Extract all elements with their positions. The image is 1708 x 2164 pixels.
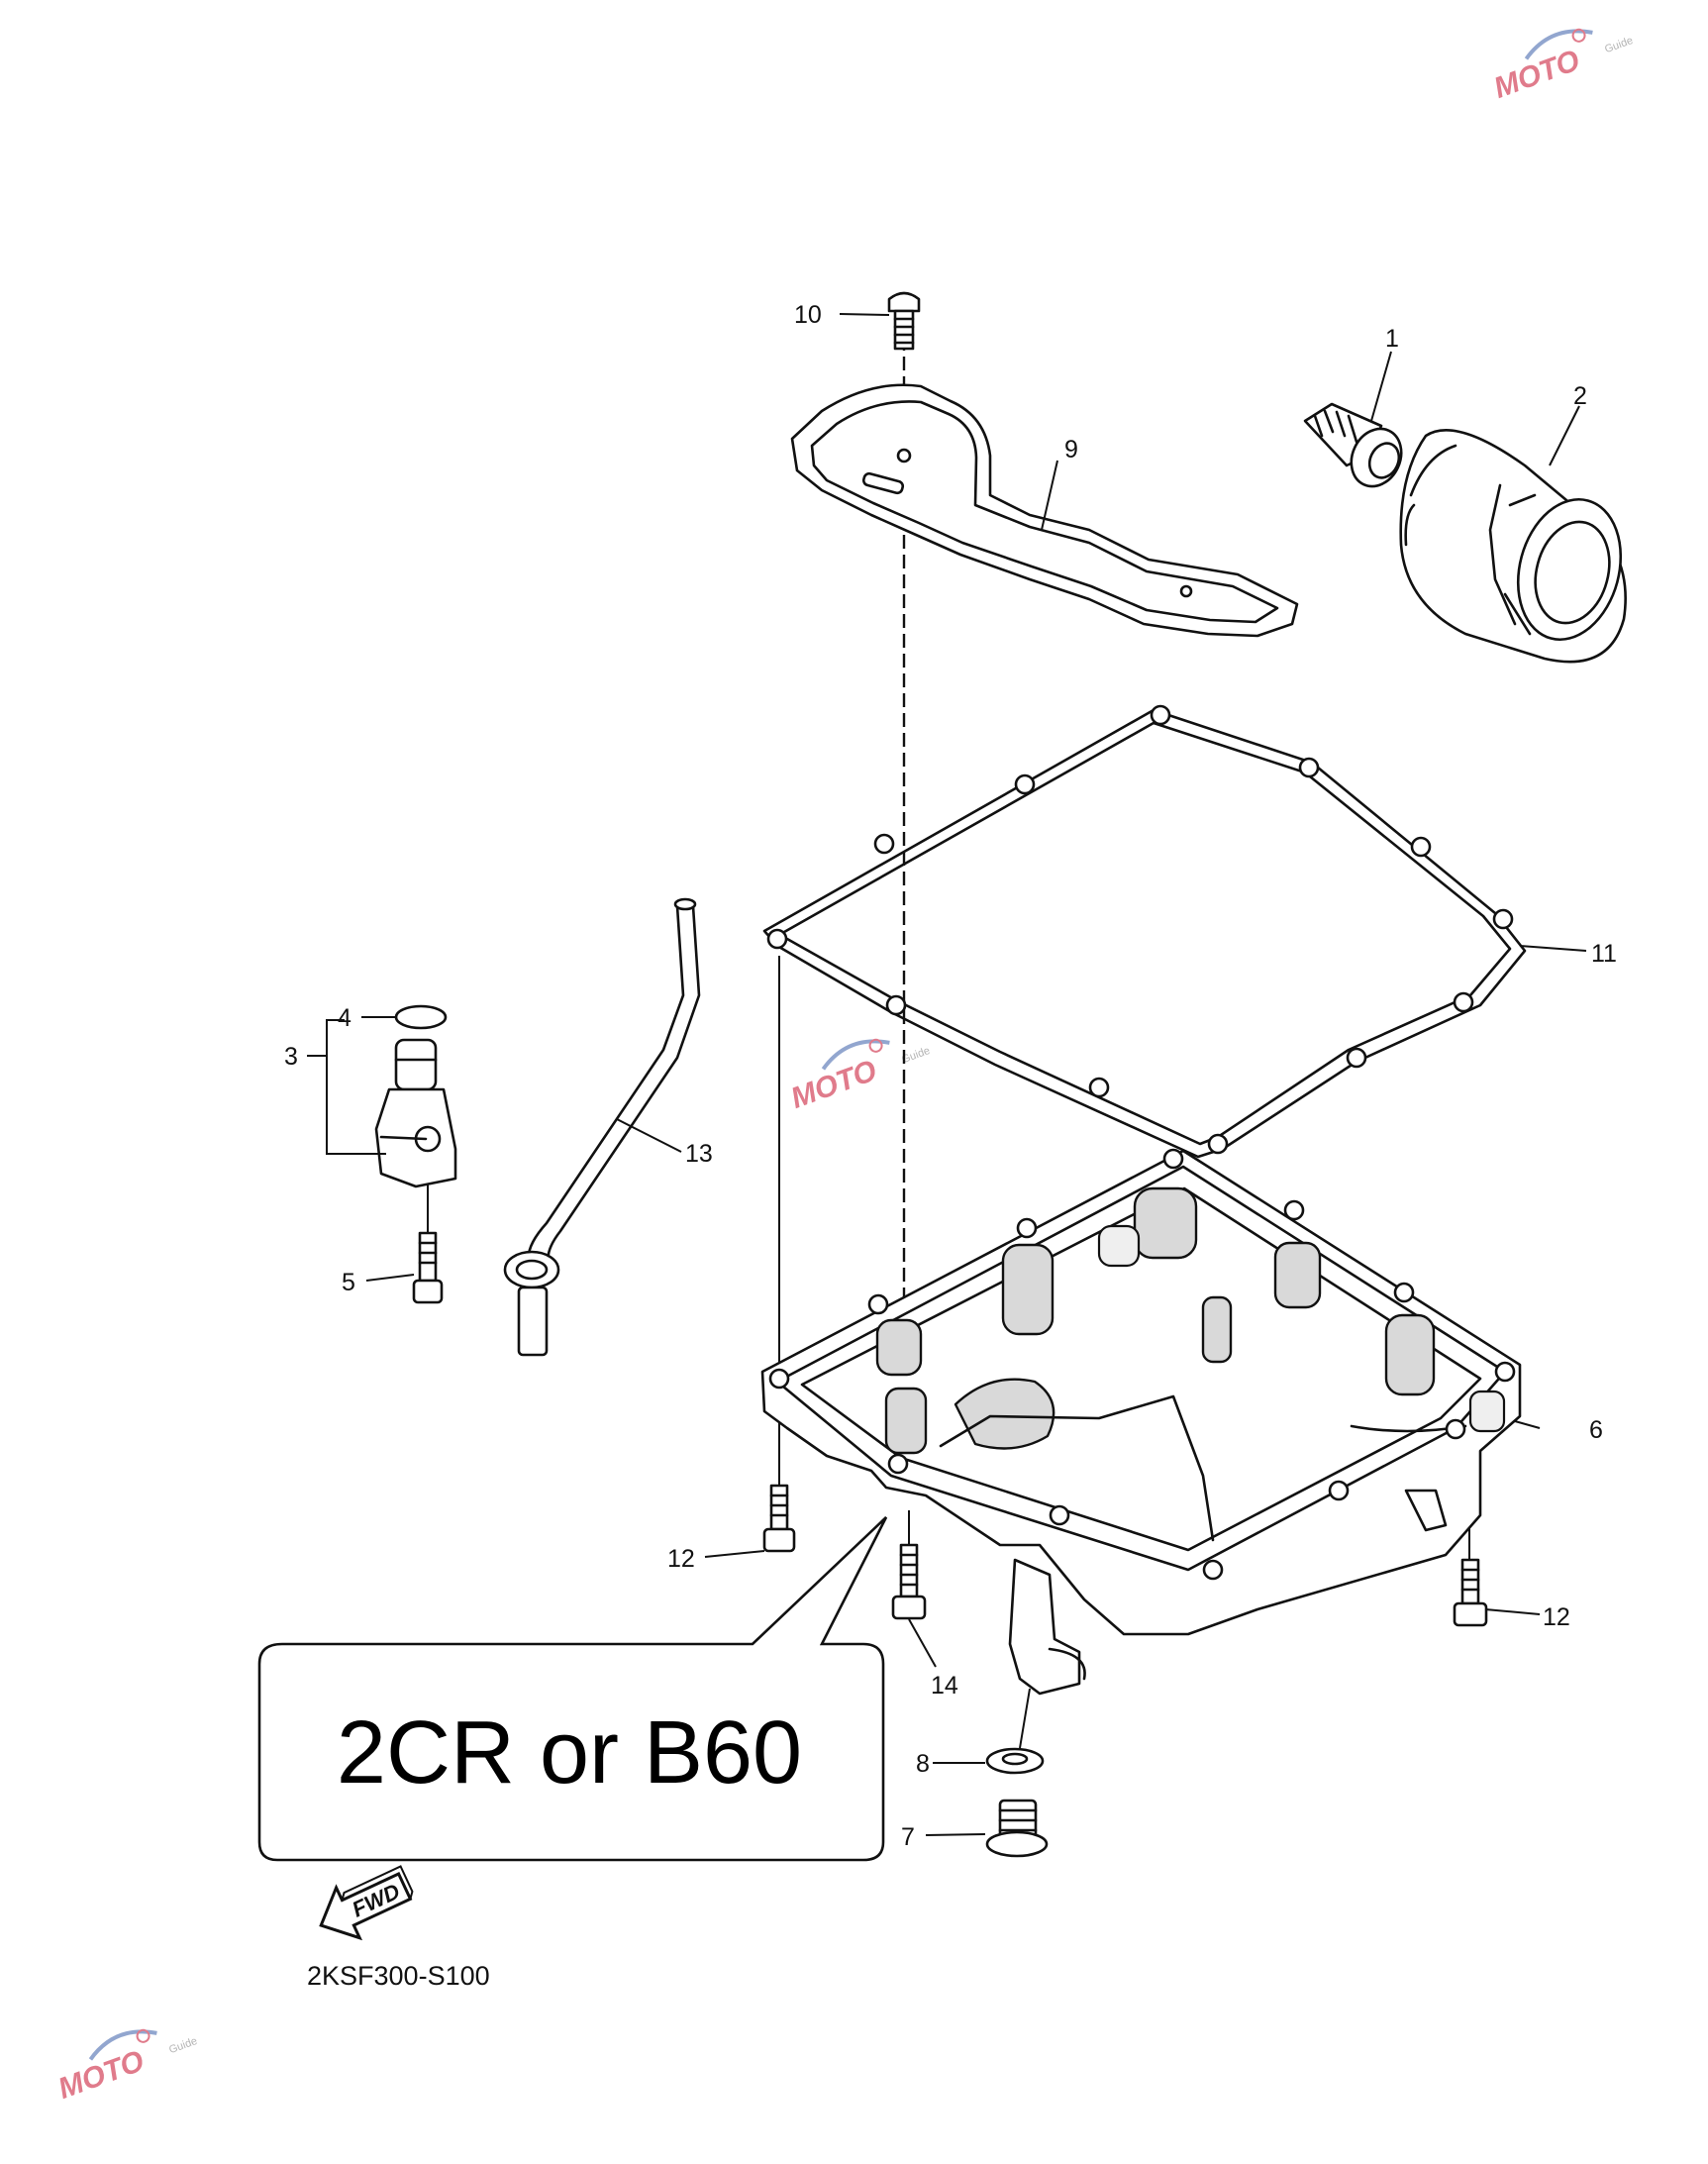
callout-4: 4 bbox=[338, 1004, 352, 1032]
callout-7: 7 bbox=[901, 1823, 915, 1851]
callout-10: 10 bbox=[794, 301, 822, 329]
moto-logo-icon bbox=[821, 1038, 890, 1071]
part-12-bolt-right bbox=[1453, 1558, 1488, 1627]
callout-8: 8 bbox=[916, 1750, 930, 1778]
callout-13: 14 bbox=[931, 1672, 958, 1700]
part-6-oil-pan bbox=[760, 1148, 1522, 1696]
part-1-union-bolt bbox=[1303, 402, 1403, 488]
model-variant-box: 2CR or B60 bbox=[257, 1516, 888, 1862]
part-3-oil-pipe-fitting bbox=[374, 1038, 457, 1188]
gasket-bolt-holes bbox=[766, 704, 1514, 1155]
watermark-middle: MOTO Guide bbox=[787, 1038, 932, 1115]
model-variant-text: 2CR or B60 bbox=[337, 1703, 802, 1803]
callout-9: 9 bbox=[1064, 436, 1078, 464]
callout-1: 1 bbox=[1385, 325, 1399, 353]
forward-arrow-icon: FWD bbox=[319, 1865, 414, 1941]
moto-logo-icon bbox=[88, 2028, 157, 2061]
callout-labels: 10 1 2 9 11 4 3 13 5 6 12 12 14 8 7 bbox=[284, 301, 1617, 1851]
part-9-baffle-plate bbox=[790, 383, 1299, 638]
moto-logo-icon bbox=[1524, 28, 1593, 60]
diagram-code: 2KSF300-S100 bbox=[307, 1961, 490, 1991]
watermark-text: MOTO bbox=[1490, 44, 1584, 105]
part-4-o-ring bbox=[394, 1004, 448, 1030]
watermark-sub: Guide bbox=[1603, 35, 1635, 55]
watermark-sub: Guide bbox=[167, 2035, 199, 2056]
part-14-strainer-pipe bbox=[503, 897, 701, 1357]
watermark-top-right: MOTO Guide bbox=[1490, 28, 1635, 105]
part-8-washer bbox=[985, 1747, 1045, 1775]
watermark-text: MOTO bbox=[54, 2044, 149, 2106]
part-5-bolt bbox=[412, 1231, 444, 1304]
part-13-bolt bbox=[891, 1543, 927, 1620]
center-line-drain-plug bbox=[1019, 1688, 1031, 1749]
callout-14: 13 bbox=[685, 1140, 713, 1168]
part-10-bolt bbox=[887, 291, 921, 351]
part-2-oil-filter bbox=[1399, 428, 1627, 664]
callout-12-right: 12 bbox=[1543, 1603, 1570, 1631]
callout-5: 5 bbox=[342, 1269, 355, 1296]
pan-bolt-holes bbox=[768, 1148, 1516, 1581]
callout-2: 2 bbox=[1573, 382, 1587, 410]
watermark-text: MOTO bbox=[787, 1054, 881, 1115]
watermark-bottom-left: MOTO Guide bbox=[54, 2028, 199, 2106]
leader-lines bbox=[307, 313, 1587, 1836]
callout-11: 11 bbox=[1591, 940, 1617, 968]
part-7-drain-plug bbox=[985, 1799, 1049, 1858]
callout-12-left: 12 bbox=[667, 1545, 695, 1573]
part-12-bolt-left bbox=[762, 1484, 796, 1553]
callout-6: 6 bbox=[1589, 1416, 1603, 1444]
part-11-gasket bbox=[762, 704, 1527, 1159]
callout-3: 3 bbox=[284, 1043, 298, 1071]
